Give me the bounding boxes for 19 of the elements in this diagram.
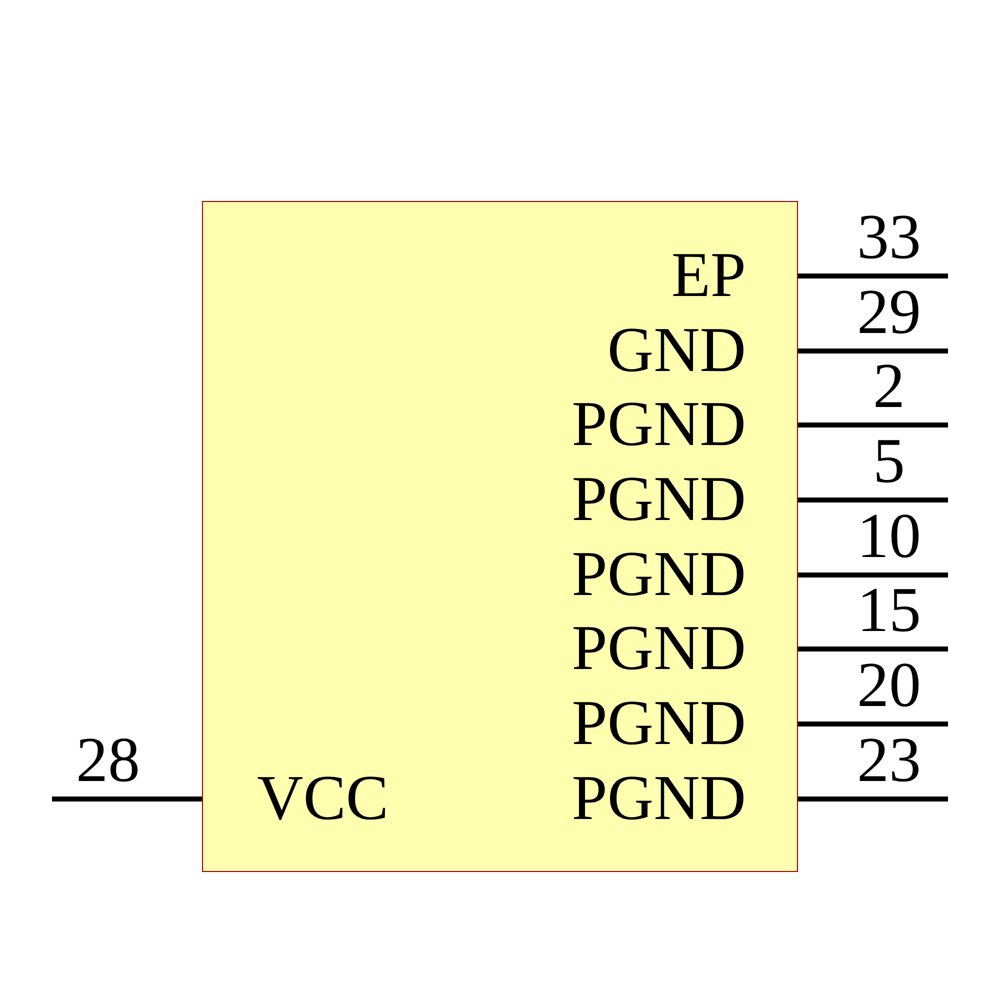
pin-number: 15 [857, 578, 921, 642]
pin-name: PGND [572, 616, 746, 680]
pin-name: VCC [257, 766, 389, 830]
pin-name: PGND [572, 392, 746, 456]
pin-name: PGND [572, 766, 746, 830]
pin-number: 2 [873, 354, 905, 418]
pin-number: 5 [873, 429, 905, 493]
pin-name: PGND [572, 542, 746, 606]
ic-body [202, 201, 798, 872]
pin-number: 20 [857, 653, 921, 717]
pin-number: 28 [76, 728, 140, 792]
pin-number: 29 [857, 280, 921, 344]
pin-number: 23 [857, 728, 921, 792]
pin-name: GND [607, 318, 746, 382]
pin-name: EP [671, 243, 746, 307]
pin-name: PGND [572, 691, 746, 755]
pin-number: 10 [857, 504, 921, 568]
pin-number: 33 [857, 205, 921, 269]
pin-name: PGND [572, 467, 746, 531]
